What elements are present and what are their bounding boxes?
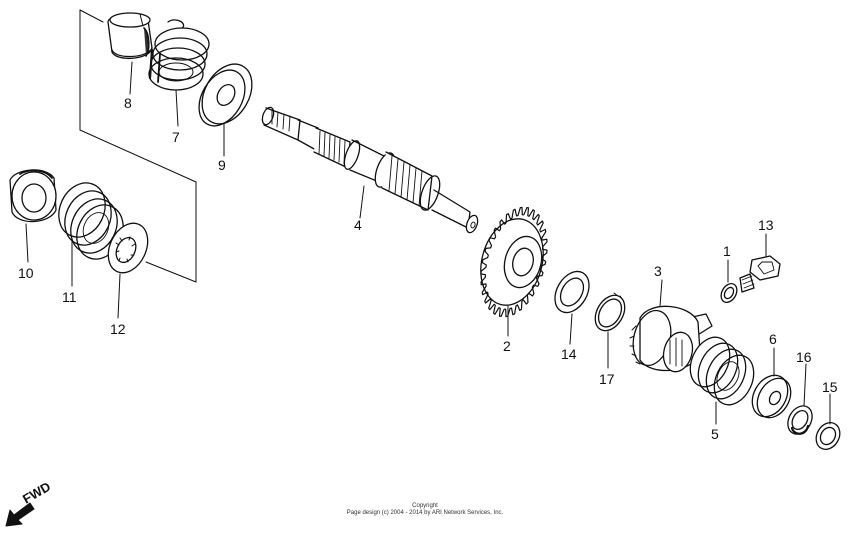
part-11-spring[interactable] xyxy=(50,175,132,266)
part-8-collar[interactable] xyxy=(107,12,153,59)
label-part-12[interactable]: 12 xyxy=(110,321,126,337)
label-part-11[interactable]: 11 xyxy=(62,289,77,305)
label-part-7[interactable]: 7 xyxy=(172,129,180,145)
part-6-washer[interactable] xyxy=(745,369,797,424)
label-part-2[interactable]: 2 xyxy=(503,338,511,354)
part-7-spring[interactable] xyxy=(148,19,210,91)
part-9-washer[interactable] xyxy=(190,55,262,134)
part-1-washer[interactable] xyxy=(718,281,740,305)
label-part-1[interactable]: 1 xyxy=(723,243,731,259)
label-part-10[interactable]: 10 xyxy=(18,265,34,281)
copyright-line-1: Copyright xyxy=(412,503,438,509)
part-15-washer[interactable] xyxy=(811,418,844,453)
copyright-line-2: Page design (c) 2004 - 2014 by ARI Netwo… xyxy=(346,510,504,516)
group-bracket xyxy=(79,9,197,283)
fwd-arrow-icon xyxy=(5,502,35,527)
label-part-17[interactable]: 17 xyxy=(599,371,615,387)
part-17-circlip[interactable] xyxy=(589,290,631,336)
part-10-cap[interactable] xyxy=(9,169,57,223)
part-2-gear[interactable] xyxy=(472,206,553,318)
part-12-toothed-washer[interactable] xyxy=(101,217,156,279)
part-13-bolt[interactable] xyxy=(739,255,781,293)
label-part-3[interactable]: 3 xyxy=(654,263,662,279)
leader-lines xyxy=(25,61,831,425)
label-part-13[interactable]: 13 xyxy=(758,217,774,233)
part-labels: 8 7 9 4 10 11 12 2 14 17 3 1 13 5 6 16 1… xyxy=(18,95,838,442)
label-part-5[interactable]: 5 xyxy=(711,426,719,442)
label-part-4[interactable]: 4 xyxy=(354,217,362,233)
part-3-ratchet[interactable] xyxy=(627,305,713,375)
label-part-6[interactable]: 6 xyxy=(769,331,777,347)
part-4-shaft[interactable] xyxy=(260,106,480,234)
part-14-washer[interactable] xyxy=(548,265,596,318)
label-part-16[interactable]: 16 xyxy=(796,349,812,365)
part-16-collar[interactable] xyxy=(783,402,817,439)
label-part-14[interactable]: 14 xyxy=(561,346,577,362)
label-part-15[interactable]: 15 xyxy=(822,379,838,395)
label-part-9[interactable]: 9 xyxy=(218,157,226,173)
label-part-8[interactable]: 8 xyxy=(124,95,132,111)
part-5-spring[interactable] xyxy=(683,331,762,411)
